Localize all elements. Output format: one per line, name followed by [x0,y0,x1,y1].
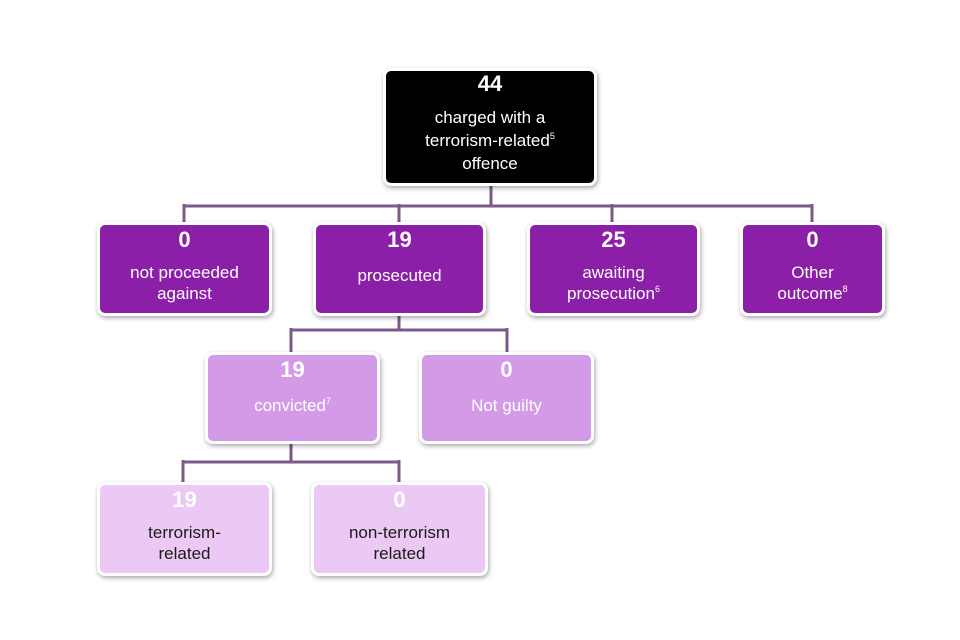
charged-label-line3: offence [462,154,518,173]
other-outcome-label-line1: Other [791,263,834,282]
charged-box: 44 charged with a terrorism-related5 off… [383,68,597,186]
prosecuted-count: 19 [387,227,412,252]
non-terrorism-related-box: 0 non-terrorism related [311,482,488,576]
not-proceeded-box: 0 not proceeded against [97,222,272,316]
not-guilty-label: Not guilty [471,396,542,415]
prosecuted-box: 19 prosecuted [313,222,486,316]
convicted-label: convicted7 [248,395,337,416]
other-outcome-box: 0 Other outcome8 [740,222,885,316]
not-proceeded-label-line1: not proceeded [130,263,239,282]
awaiting-prosecution-box: 25 awaiting prosecution6 [527,222,700,316]
awaiting-label-line2: prosecution [567,284,655,303]
terrorism-related-label: terrorism- related [142,522,227,564]
footnote-marker: 6 [654,284,660,294]
not-proceeded-count: 0 [178,227,191,252]
not-proceeded-label: not proceeded against [124,262,245,304]
other-outcome-label-line2: outcome [777,284,843,303]
footnote-marker: 8 [842,284,848,294]
not-proceeded-label-line2: against [157,284,212,303]
terrorism-related-label-line2: related [158,544,211,563]
charged-label-line1: charged with a [434,108,546,127]
non-terrorism-label-line2: related [373,544,426,563]
terrorism-related-label-line1: terrorism- [148,523,221,542]
non-terrorism-count: 0 [393,487,406,512]
footnote-marker: 5 [549,131,555,141]
convicted-count: 19 [280,357,305,382]
other-outcome-label: Other outcome8 [771,262,853,304]
charged-label: charged with a terrorism-related5 offenc… [419,106,561,175]
non-terrorism-label: non-terrorism related [343,522,456,564]
prosecuted-label: prosecuted [357,266,442,285]
other-outcome-count: 0 [806,227,819,252]
convicted-box: 19 convicted7 [205,352,380,444]
convicted-label-text: convicted [254,396,326,415]
terrorism-related-box: 19 terrorism- related [97,482,272,576]
charged-label-line2: terrorism-related [425,131,550,150]
awaiting-label: awaiting prosecution6 [561,262,666,304]
awaiting-count: 25 [601,227,626,252]
awaiting-label-line1: awaiting [582,263,645,282]
not-guilty-count: 0 [500,357,513,382]
non-terrorism-label-line1: non-terrorism [348,523,451,542]
charged-count: 44 [477,71,503,96]
terrorism-related-count: 19 [172,487,197,512]
not-guilty-box: 0 Not guilty [419,352,594,444]
footnote-marker: 7 [325,396,331,406]
